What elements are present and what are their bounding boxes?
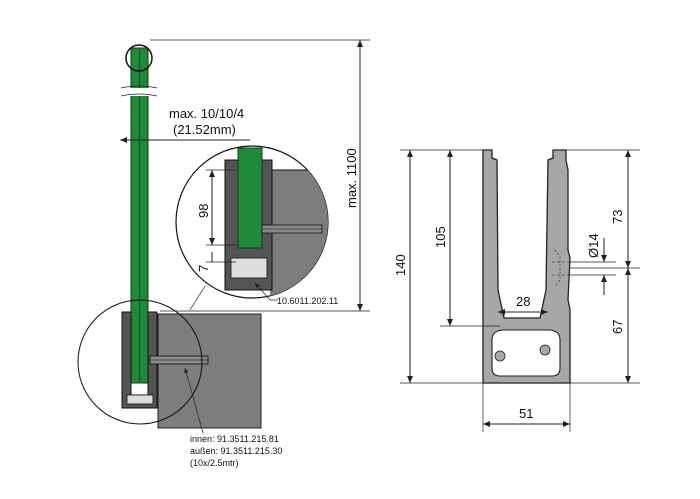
- base-detail-circle: [77, 299, 203, 425]
- article-inner-label: innen: 91.3511.215.81: [190, 434, 279, 444]
- article-gasket-label: 10.6011.202.11: [277, 296, 338, 306]
- u-profile-section: [482, 149, 571, 384]
- glass-break-symbol: [120, 85, 158, 97]
- wall-block: [157, 313, 262, 429]
- base-profile-small: [121, 311, 209, 409]
- dim-28-label: 28: [516, 294, 530, 309]
- article-outer-label: außen: 91.3511.215.30: [190, 446, 282, 456]
- dim-51-label: 51: [519, 406, 533, 421]
- article-pack-label: (10x/2.5mtr): [190, 458, 239, 468]
- dim-7-label: 7: [196, 265, 211, 272]
- dim-73-label: 73: [610, 210, 625, 224]
- dim-105-label: 105: [433, 226, 448, 248]
- dim-140-label: 140: [393, 254, 408, 276]
- max-height-label: max. 1100: [344, 148, 359, 208]
- enlarged-detail: 98 7: [175, 145, 329, 299]
- dim-98-label: 98: [196, 204, 211, 218]
- left-elevation-view: max. 10/10/4 (21.52mm) max. 1100: [77, 39, 370, 468]
- dim-hole-label: Ø14: [586, 233, 601, 258]
- profile-bottom-channel: [491, 329, 561, 377]
- right-section-view: 140 105 73 67 Ø14 28 51: [393, 149, 640, 432]
- top-edge-detail: [125, 44, 153, 72]
- max-gap-label: max. 10/10/4: [169, 106, 244, 121]
- max-height-dimension: max. 1100: [150, 39, 370, 312]
- dim-67-label: 67: [610, 320, 625, 334]
- max-gap-mm-label: (21.52mm): [173, 122, 236, 137]
